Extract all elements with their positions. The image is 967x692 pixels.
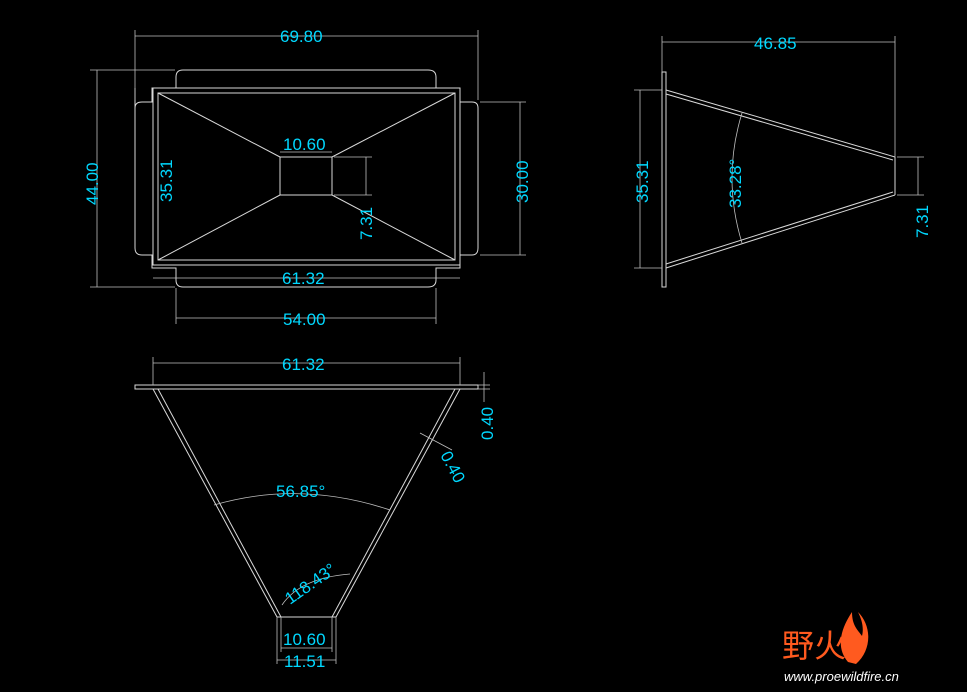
dim-front-outlet-inner: 10.60 <box>283 630 326 649</box>
watermark-url: www.proewildfire.cn <box>784 669 899 684</box>
dim-side-outlet-height: 7.31 <box>913 205 932 238</box>
dim-side-length: 46.85 <box>754 34 797 53</box>
dim-overall-height: 44.00 <box>83 162 102 205</box>
side-view-top-edge <box>665 89 896 158</box>
top-view-edge <box>157 92 281 158</box>
front-view-right-edge <box>335 388 461 618</box>
dim-outlet-width: 10.60 <box>283 135 326 154</box>
top-view-edge <box>331 194 456 261</box>
front-view: 61.32 0.40 0.40 56.85° 118.43° 10.60 11.… <box>134 355 497 671</box>
dim-front-corner-angle: 118.43° <box>281 560 339 609</box>
top-view-inlet-rect <box>152 87 461 266</box>
dim-outlet-height: 7.31 <box>357 207 376 240</box>
watermark-brand: 野火 <box>782 627 846 665</box>
top-view-inlet-inner-rect <box>157 92 456 261</box>
top-view-flange-outline <box>134 69 479 288</box>
dim-side-inlet-height: 35.31 <box>633 160 652 203</box>
top-view: 69.80 44.00 35.31 10.60 7.31 30.00 61.32… <box>83 27 532 329</box>
front-view-right-inner <box>331 388 456 618</box>
side-view-flange <box>661 71 667 288</box>
dim-overall-width: 69.80 <box>280 27 323 46</box>
side-view-bottom-edge <box>665 194 896 269</box>
dim-front-taper-angle: 56.85° <box>276 482 325 501</box>
flame-icon <box>840 612 869 664</box>
dim-front-top-width: 61.32 <box>282 355 325 374</box>
dim-side-angle: 33.28° <box>726 159 745 208</box>
dim-front-thickness-vertical: 0.40 <box>478 407 497 440</box>
dim-front-outlet-outer: 11.51 <box>284 652 325 671</box>
top-view-outlet-rect <box>279 156 333 196</box>
dim-front-thickness-normal: 0.40 <box>436 448 468 486</box>
side-view-top-inner <box>665 93 894 161</box>
top-view-edge <box>157 194 281 261</box>
front-view-flange <box>134 384 479 390</box>
dim-flange-width: 54.00 <box>283 310 326 329</box>
dim-flange-height: 30.00 <box>513 160 532 203</box>
dim-inner-height: 35.31 <box>157 159 176 202</box>
front-view-left-edge <box>152 388 278 618</box>
watermark: 野火 www.proewildfire.cn <box>782 612 899 684</box>
front-view-left-inner <box>157 388 282 618</box>
side-view: 46.85 35.31 33.28° 7.31 <box>633 34 932 288</box>
dim-inner-width: 61.32 <box>282 269 325 288</box>
side-view-bottom-inner <box>665 191 894 265</box>
top-view-edge <box>331 92 456 158</box>
